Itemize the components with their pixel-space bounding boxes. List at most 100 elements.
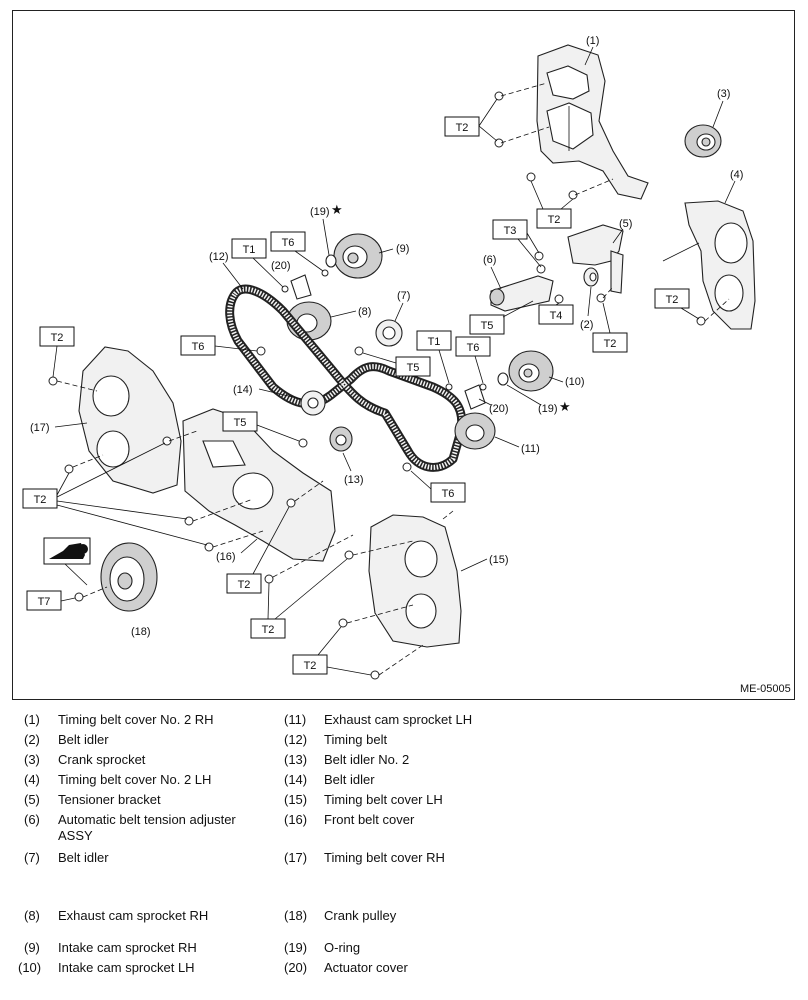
legend-item-number: (14) [284,772,308,787]
torque-label-t6-mid: T6 [455,336,491,357]
torque-label-t7: T7 [26,590,62,611]
legend-item-number: (19) [284,940,308,955]
legend-item-label: Front belt cover [324,812,415,827]
parts-legend: (1)Timing belt cover No. 2 RH(2)Belt idl… [0,708,808,988]
callout-16: (16) [216,551,236,563]
legend-item: (5)Tensioner bracket [18,792,268,832]
legend-item-number: (17) [284,850,308,865]
legend-item-label: Belt idler No. 2 [324,752,410,767]
torque-label-t2-right: T2 [654,288,690,309]
intake-cam-sprocket-rh [333,233,383,279]
callout-7: (7) [397,290,410,302]
belt-idler-no2 [329,426,353,452]
svg-text:T6: T6 [442,488,455,500]
legend-item-number: (13) [284,752,308,767]
legend-item-number: (20) [284,960,308,975]
o-ring-right [497,372,509,386]
alignment-lines [56,82,730,676]
timing-belt-cover-rh [78,346,182,494]
callout-10: (10) [565,376,585,388]
legend-item: (3)Crank sprocket [18,752,268,792]
legend-item-number: (2) [24,732,40,747]
svg-text:T2: T2 [262,624,275,636]
svg-text:T2: T2 [304,660,317,672]
callout-8: (8) [358,306,371,318]
svg-text:T2: T2 [548,214,561,226]
legend-item: (13) Belt idler No. 2 [284,752,534,792]
legend-item: (11)Exhaust cam sprocket LH [284,712,534,752]
torque-label-t2-far-left: T2 [39,326,75,347]
legend-item-label: Timing belt cover No. 2 RH [58,712,214,727]
callout-12: (12) [209,251,229,263]
svg-text:T5: T5 [481,320,494,332]
legend-item-number: (12) [284,732,308,747]
legend-item: (14) Belt idler [284,772,534,812]
legend-item-label: Belt idler [324,772,375,787]
legend-item-number: (11) [284,712,307,727]
callout-3: (3) [717,88,730,100]
callout-18: (18) [131,626,151,638]
exhaust-cam-sprocket-lh [454,412,496,450]
svg-text:T7: T7 [38,596,51,608]
actuator-cover-top [290,274,312,300]
star-mark-right: ★ [559,399,571,414]
bolts [48,91,706,680]
svg-text:T2: T2 [34,494,47,506]
star-mark-top: ★ [331,202,343,217]
legend-item-number: (15) [284,792,308,807]
svg-text:T1: T1 [243,244,256,256]
legend-item: (2)Belt idler [18,732,268,772]
callout-11: (11) [521,443,540,455]
torque-label-t5-mid: T5 [395,356,431,377]
legend-item-number: (10) [18,960,42,975]
crank-pulley [100,542,158,612]
torque-label-t1-mid: T1 [416,330,452,351]
legend-item-number: (16) [284,812,308,827]
callout-15: (15) [489,554,509,566]
callout-6: (6) [483,254,496,266]
legend-item-number: (6) [24,812,40,827]
svg-text:T6: T6 [467,342,480,354]
callout-5: (5) [619,218,632,230]
legend-item-label: Timing belt cover RH [324,850,445,865]
legend-item: (16) Front belt cover [284,812,534,852]
legend-item-number: (7) [24,850,40,865]
o-ring-top [325,254,337,268]
diagram-canvas: (1) (3) (4) (5) (6) (2) (9) [22,35,791,695]
automatic-belt-tension-adjuster [489,275,554,312]
svg-text:T2: T2 [456,122,469,134]
torque-label-t6-left: T6 [180,335,216,356]
legend-item-label: O-ring [324,940,361,955]
legend-item: (12)Timing belt [284,732,534,772]
callout-2: (2) [580,319,593,331]
callout-4: (4) [730,169,743,181]
torque-label-t2-bottom: T2 [292,654,328,675]
legend-item-label: Automatic belt tension adjuster ASSY [58,812,236,843]
legend-item-label: Intake cam sprocket LH [58,960,195,975]
belt-idler-7 [375,319,403,347]
crank-sprocket [684,124,722,158]
callout-19b: (19) [538,403,558,415]
svg-text:T5: T5 [234,417,247,429]
tensioner-bracket [567,224,624,294]
legend-item-number: (4) [24,772,40,787]
legend-item: (1)Timing belt cover No. 2 RH [18,712,268,752]
torque-label-t3: T3 [492,219,528,240]
oil-symbol-icon [43,537,91,586]
legend-item: (9)Intake cam sprocket RH [18,940,268,980]
torque-label-t2-bracket: T2 [592,332,628,353]
callout-20a: (20) [271,260,291,272]
torque-label-t5-right: T5 [469,314,505,335]
legend-item: (19) O-ring [284,940,534,980]
legend-item: (15)Timing belt cover LH [284,792,534,832]
torque-label-t2-top: T2 [444,116,480,137]
timing-belt-cover-no2-rh [536,44,649,200]
svg-text:T2: T2 [51,332,64,344]
legend-item-number: (9) [24,940,40,955]
legend-item-label: Crank sprocket [58,752,146,767]
svg-text:T6: T6 [282,237,295,249]
callout-13: (13) [344,474,364,486]
torque-label-t4: T4 [538,304,574,325]
svg-text:T6: T6 [192,341,205,353]
legend-item-number: (5) [24,792,40,807]
